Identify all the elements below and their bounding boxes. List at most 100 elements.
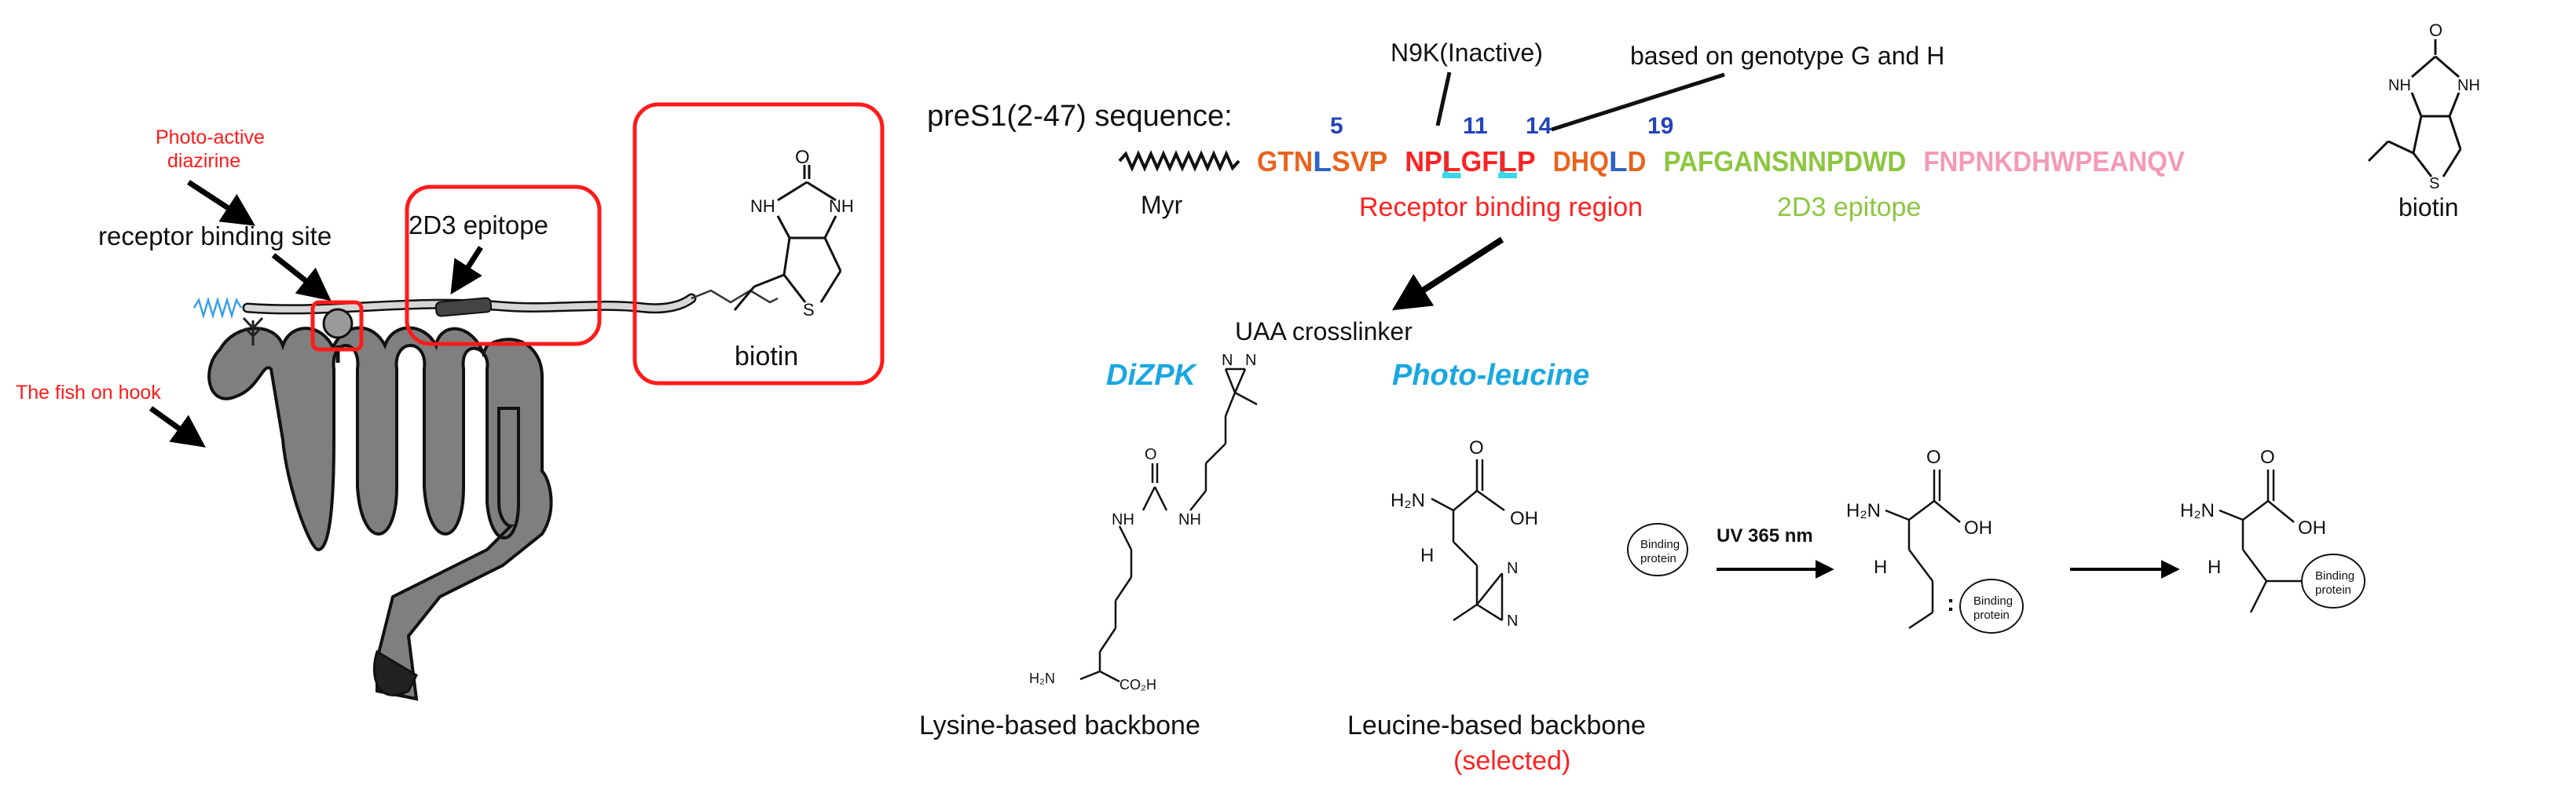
- biotin-nh-left-2: NH: [829, 196, 854, 216]
- dizpk-n-atom-1: N: [1222, 352, 1233, 369]
- highlight-marker-stem: [1443, 151, 1449, 174]
- biotin-nh-right-2: NH: [2457, 77, 2480, 94]
- biotin-linker: [691, 289, 779, 304]
- epitope-label-left: 2D3 epitope: [409, 210, 548, 239]
- myr-label: Myr: [1141, 191, 1183, 219]
- dizpk-co2h: CO₂H: [1119, 677, 1156, 693]
- sequence-segment: GTN: [1257, 145, 1313, 177]
- carbene-oh: OH: [1964, 517, 1992, 539]
- sequence-segment: L: [1498, 145, 1517, 177]
- dizpk-n-atom-2: N: [1245, 352, 1256, 369]
- sequence-segment: FNPNKDHWPEANQV: [1923, 145, 2185, 177]
- position-14: 14: [1526, 113, 1552, 139]
- sequence-segment: P: [1517, 145, 1536, 177]
- biotin-s-atom-right: S: [2429, 175, 2439, 192]
- highlight-marker-stem: [1500, 151, 1505, 174]
- carbene-radical: :: [1947, 590, 1955, 616]
- binding-protein-1-line1: Binding: [1640, 538, 1680, 551]
- hook-icon: [242, 316, 264, 345]
- receptor-site-box: [310, 300, 364, 352]
- dizpk-structure: [1079, 367, 1258, 683]
- biotin-nh-left-1: NH: [750, 196, 775, 216]
- position-5: 5: [1330, 113, 1343, 139]
- sequence-segment: D: [1628, 145, 1647, 177]
- carbene-h2n: H₂N: [1846, 500, 1881, 521]
- receptor-binding-site-label: receptor binding site: [98, 221, 332, 250]
- leucine-h2n: H₂N: [1391, 490, 1425, 511]
- biotin-structure-left: [733, 165, 842, 311]
- sequence-title: preS1(2-47) sequence:: [927, 100, 1233, 133]
- uv-label: UV 365 nm: [1717, 525, 1813, 547]
- epitope-segment: [434, 297, 493, 317]
- region-to-crosslinker-arrow: [1391, 236, 1504, 311]
- sequence-segment: SVP: [1332, 145, 1387, 177]
- crosslinked-product-structure: [2219, 470, 2306, 613]
- leucine-n-2: N: [1507, 612, 1518, 630]
- receptor-region-label: Receptor binding region: [1359, 192, 1643, 222]
- product-o: O: [2260, 447, 2275, 468]
- receptor-binding-site-ball: [322, 308, 354, 339]
- biotin-structure-right: [2367, 39, 2462, 177]
- diazirine-label-line1: Photo-active: [156, 126, 265, 148]
- genotype-pointer: [1551, 72, 1725, 132]
- product-h2n: H₂N: [2180, 500, 2215, 521]
- myr-wave-left: [192, 296, 243, 320]
- leucine-oh: OH: [1510, 508, 1538, 529]
- sequence-segment: L: [1442, 145, 1461, 177]
- biotin-o-atom-right: O: [2429, 20, 2442, 40]
- mutation-note: N9K(Inactive): [1391, 38, 1543, 67]
- crosslinker-panel: UAA crosslinker DiZPK Photo-leucine: [919, 317, 2365, 776]
- photo-leucine-structure: [1431, 459, 1505, 622]
- position-19: 19: [1647, 113, 1673, 139]
- diazirine-label-line2: diazirine: [167, 150, 240, 172]
- crosslinker-title: UAA crosslinker: [1235, 317, 1413, 345]
- sequence-segment: GF: [1461, 145, 1499, 177]
- binding-protein-2-line1: Binding: [1973, 594, 2013, 608]
- binding-protein-2-line2: protein: [1973, 609, 2010, 622]
- diazirine-label-part-2: diazirine: [167, 150, 240, 172]
- receptor-site-arrow: [271, 253, 332, 302]
- epitope-box: [405, 185, 602, 346]
- fish-arrow: [148, 406, 206, 448]
- highlight-marker: [1442, 173, 1461, 178]
- leucine-h: H: [1420, 545, 1434, 566]
- genotype-note: based on genotype G and H: [1630, 42, 1944, 70]
- highlight-marker: [1498, 173, 1517, 178]
- dizpk-label: DiZPK: [1106, 359, 1198, 392]
- binding-protein-2: [1959, 579, 2024, 634]
- lysine-backbone-label: Lysine-based backbone: [919, 711, 1200, 740]
- diazirine-arrow: [187, 180, 256, 226]
- dizpk-nh-atom-1: NH: [1178, 511, 1201, 528]
- biotin-label-right: biotin: [2398, 193, 2459, 221]
- binding-protein-1: [1627, 523, 1688, 576]
- product-h: H: [2208, 557, 2221, 578]
- biotin-s-atom-left: S: [803, 300, 815, 320]
- peptide-chain-inner: [244, 295, 694, 313]
- myr-wave: [1118, 150, 1240, 172]
- leucine-n-1: N: [1507, 560, 1518, 577]
- dizpk-nh-atom-2: NH: [1112, 511, 1134, 528]
- binding-protein-3-line2: protein: [2315, 583, 2351, 597]
- carbene-o: O: [1926, 447, 1941, 468]
- carbene-h: H: [1874, 557, 1887, 578]
- mutation-pointer: [1435, 71, 1452, 126]
- fish-on-hook-label: The fish on hook: [16, 382, 161, 404]
- sequence-panel: preS1(2-47) sequence: N9K(Inactive) base…: [927, 20, 2480, 311]
- leucine-backbone-label: Leucine-based backbone: [1347, 711, 1646, 740]
- sequence-segment: L: [1313, 145, 1332, 177]
- binding-protein-1-line2: protein: [1640, 552, 1676, 565]
- receptor-membrane-protein: [207, 326, 553, 701]
- photo-leucine-label: Photo-leucine: [1392, 359, 1589, 392]
- sequence-segment: DHQ: [1553, 145, 1609, 177]
- left-panel: O NH NH S biotin Photo-active diazirine …: [16, 102, 885, 701]
- leucine-o: O: [1469, 437, 1484, 459]
- biotin-nh-right-1: NH: [2388, 77, 2411, 94]
- binding-protein-3-line1: Binding: [2315, 569, 2354, 583]
- sequence-segment: NP: [1405, 145, 1442, 177]
- selected-label: (selected): [1453, 746, 1570, 776]
- biotin-label-left: biotin: [735, 342, 798, 371]
- position-11: 11: [1463, 113, 1488, 139]
- epitope-arrow: [450, 246, 483, 295]
